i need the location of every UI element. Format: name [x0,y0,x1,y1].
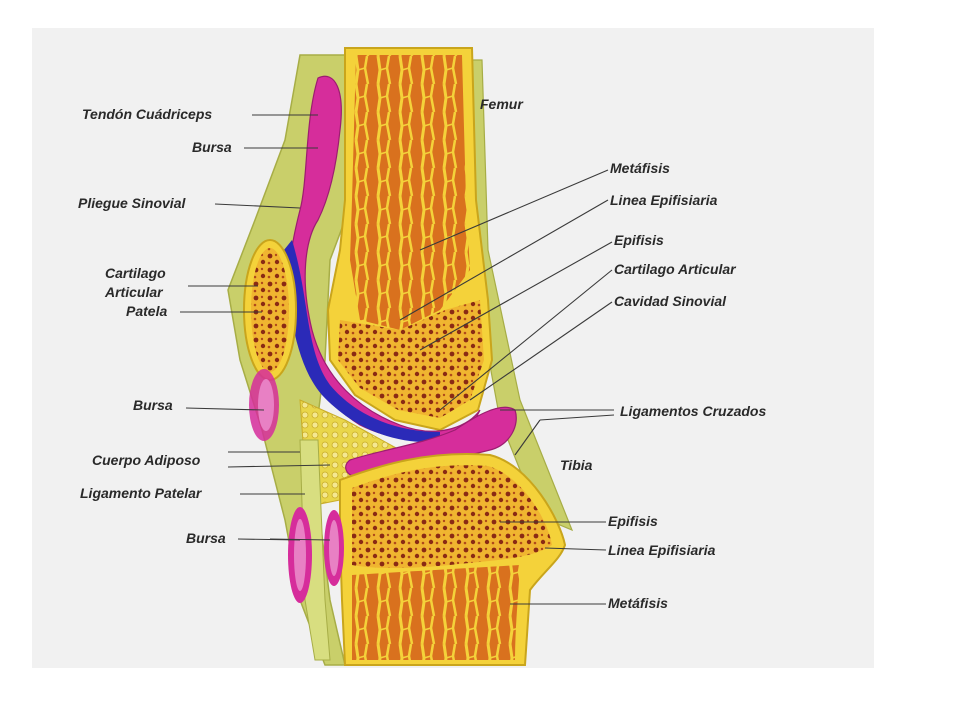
label-linea-epifisiaria-femur: Linea Epifisiaria [610,192,718,208]
tibia-marrow [352,565,520,660]
label-bursa-upper: Bursa [192,139,232,155]
label-bursa-middle: Bursa [133,397,173,413]
label-linea-epifisiaria-tibia: Linea Epifisiaria [608,542,716,558]
label-ligamentos-cruzados: Ligamentos Cruzados [620,403,766,419]
label-metafisis-tibia: Metáfisis [608,595,668,611]
label-tibia: Tibia [560,457,593,473]
label-patela: Patela [126,303,167,319]
label-cuerpo-adiposo: Cuerpo Adiposo [92,452,201,468]
femur-epiphysis [338,300,484,418]
label-tendon-cuadriceps: Tendón Cuádriceps [82,106,212,122]
label-cartilago: Cartilago [105,265,166,281]
label-articular: Articular [104,284,164,300]
label-femur: Femur [480,96,524,112]
label-cavidad-sinovial: Cavidad Sinovial [614,293,727,309]
label-epifisis-tibia: Epifisis [608,513,658,529]
leader-lines [180,114,615,605]
bursa-middle-inner [258,379,274,431]
articular-cartilage-blue [284,240,440,443]
posterior-tissue [469,59,574,532]
patellar-ligament [299,439,331,661]
label-metafisis-femur: Metáfisis [610,160,670,176]
bursa-lower-1-inner [294,519,306,591]
patella-marrow [251,248,289,372]
label-pliegue-sinovial: Pliegue Sinovial [78,195,186,211]
tibia-epiphysis [352,465,552,569]
label-bursa-lower: Bursa [186,530,226,546]
label-ligamento-patelar: Ligamento Patelar [80,485,203,501]
label-cartilago-articular: Cartilago Articular [614,261,737,277]
label-epifisis-femur: Epifisis [614,232,664,248]
bursa-lower-2-inner [329,520,339,576]
femur-marrow [350,55,470,330]
